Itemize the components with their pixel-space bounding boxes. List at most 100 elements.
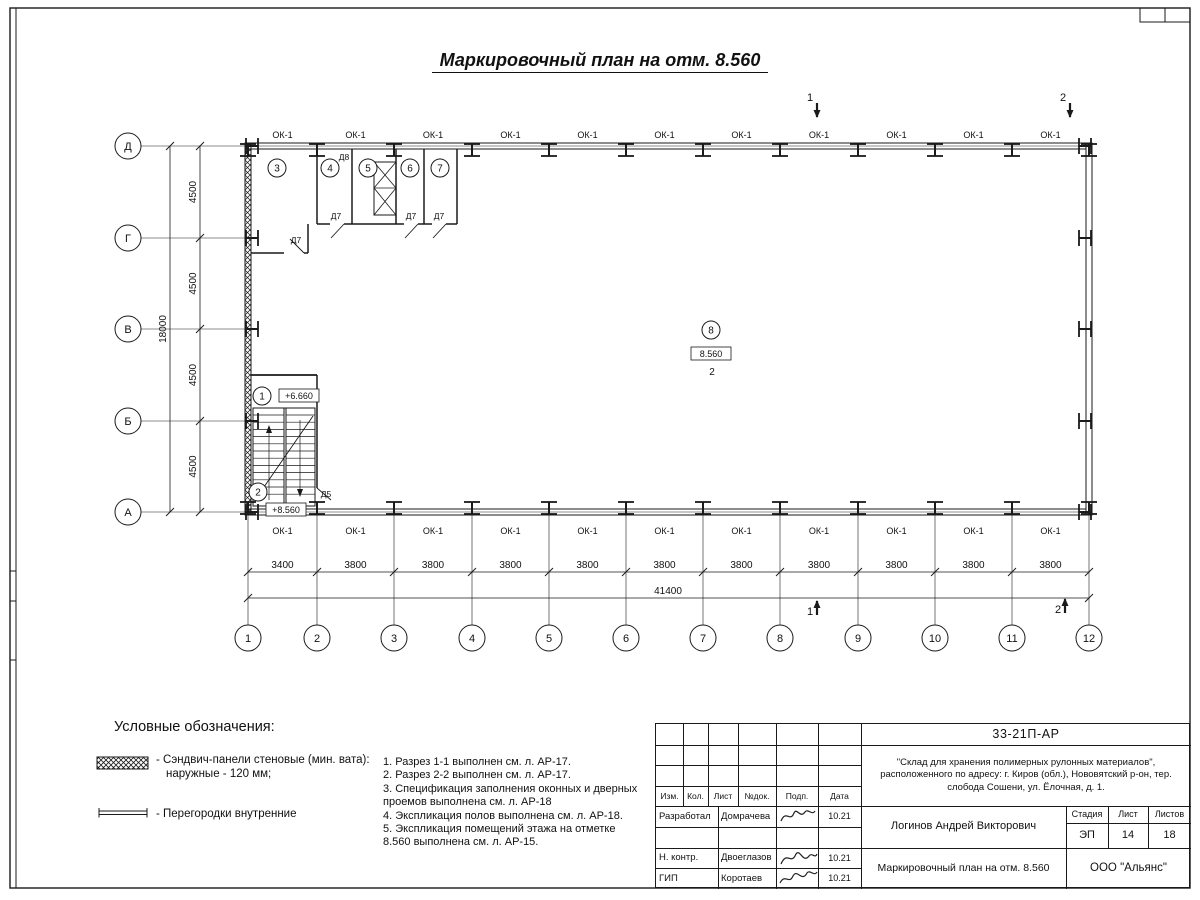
- dim-tick: [195, 416, 205, 426]
- door-leaf: [316, 487, 332, 501]
- signature-developer: [780, 810, 816, 822]
- elevation-box: [690, 346, 732, 361]
- dim-tick: [165, 141, 175, 151]
- dim-text: 3800: [422, 560, 445, 571]
- staff-date-ncontrol: 10.21: [828, 852, 851, 863]
- section-number: 2: [1060, 92, 1066, 104]
- room-number: 7: [437, 164, 443, 175]
- axis-bubble: [766, 624, 794, 652]
- room-bubble: [358, 158, 378, 178]
- axis-bubble: [114, 315, 142, 343]
- dim-tick: [544, 567, 554, 577]
- axis-number: 3: [391, 633, 397, 645]
- dim-text: 4500: [188, 180, 199, 203]
- dim-text: 3800: [730, 560, 753, 571]
- titleblock-grid-line: [738, 724, 739, 806]
- dim-text: 3800: [808, 560, 831, 571]
- room-number: 5: [365, 164, 371, 175]
- legend-item-sandwich-line2: наружные - 120 мм;: [166, 767, 272, 780]
- axis-bubble: [612, 624, 640, 652]
- window-label: ОК-1: [345, 526, 365, 536]
- axis-number: 6: [623, 633, 629, 645]
- titleblock-grid-line: [656, 765, 861, 766]
- axis-bubble: [998, 624, 1026, 652]
- page-title-text: Маркировочный план на отм. 8.560: [431, 50, 769, 73]
- window-label: ОК-1: [500, 130, 520, 140]
- zone-number: 2: [709, 367, 715, 378]
- note-line: 5. Экспликация помещений этажа на отметк…: [383, 823, 616, 836]
- shaft-cross: [373, 161, 397, 189]
- dim-text: 3800: [653, 560, 676, 571]
- dim-text: 4500: [188, 363, 199, 386]
- titleblock-grid-line: [1108, 806, 1109, 848]
- dim-tick: [467, 567, 477, 577]
- door-label: Д8: [339, 152, 350, 162]
- note-line: 3. Спецификация заполнения оконных и две…: [383, 782, 638, 795]
- window-label: ОК-1: [1040, 130, 1060, 140]
- section-arrow: [813, 110, 821, 118]
- shaft: [373, 161, 397, 216]
- room-bubble: [400, 158, 420, 178]
- titleblock-grid-line: [683, 724, 684, 806]
- room-number: 4: [327, 164, 333, 175]
- dim-tick: [1007, 567, 1017, 577]
- window-label: ОК-1: [886, 130, 906, 140]
- axis-letter: В: [124, 324, 131, 336]
- axis-bubble: [234, 624, 262, 652]
- window-label: ОК-1: [423, 526, 443, 536]
- axis-bubble: [844, 624, 872, 652]
- dim-tick: [195, 324, 205, 334]
- axis-number: 4: [469, 633, 475, 645]
- door-leaf: [330, 223, 345, 239]
- rev-header-kol: Кол.: [687, 790, 704, 801]
- rev-header-list: Лист: [713, 790, 733, 801]
- staff-name-developer: Домрачева: [721, 810, 771, 822]
- sheet-frame: [9, 7, 1191, 889]
- axis-bubble: [303, 624, 331, 652]
- axis-letter: Д: [124, 141, 132, 153]
- room-number: 6: [407, 164, 413, 175]
- note-line: 2. Разрез 2-2 выполнен см. л. АР-17.: [383, 769, 571, 782]
- window-label: ОК-1: [577, 130, 597, 140]
- dim-tick: [1084, 593, 1094, 603]
- dim-tick: [853, 567, 863, 577]
- titleblock-grid-line: [776, 806, 777, 889]
- project-line3: слобода Сошени, ул. Ёлочная, д. 1.: [947, 781, 1105, 793]
- room-bubble: [430, 158, 450, 178]
- door-label: Д7: [331, 211, 342, 221]
- window-label: ОК-1: [272, 526, 292, 536]
- door-leaf: [404, 223, 419, 239]
- axis-number: 10: [929, 633, 941, 645]
- sheet-header: Лист: [1118, 809, 1138, 820]
- rev-header-podp: Подп.: [785, 790, 809, 801]
- stage-header: Стадия: [1071, 809, 1103, 820]
- titleblock-grid-line: [818, 724, 819, 806]
- axis-bubble: [535, 624, 563, 652]
- door-label: Д5: [321, 489, 332, 499]
- room-number: 8: [708, 326, 714, 337]
- elevation-text: 8.560: [700, 349, 723, 359]
- dim-tick: [243, 567, 253, 577]
- axis-bubble: [114, 498, 142, 526]
- room-number: 2: [255, 488, 261, 499]
- stair-arrow: [297, 489, 303, 497]
- window-label: ОК-1: [654, 130, 674, 140]
- dim-tick: [195, 141, 205, 151]
- titleblock-grid-line: [818, 806, 819, 889]
- room-bubble: [320, 158, 340, 178]
- section-arrow: [1066, 110, 1074, 118]
- titleblock-grid-line: [1066, 806, 1067, 889]
- dim-text-total: 18000: [158, 315, 169, 343]
- note-line: проемов выполнена см. л. АР-18: [383, 796, 552, 809]
- window-label: ОК-1: [654, 526, 674, 536]
- dim-tick: [389, 567, 399, 577]
- dim-text: 4500: [188, 455, 199, 478]
- titleblock-grid-line: [656, 786, 861, 787]
- elevation-text: +6.660: [285, 391, 313, 401]
- titleblock-grid-line: [656, 827, 861, 828]
- dim-text: 3800: [1039, 560, 1062, 571]
- dim-text: 4500: [188, 272, 199, 295]
- note-line: 1. Разрез 1-1 выполнен см. л. АР-17.: [383, 756, 571, 768]
